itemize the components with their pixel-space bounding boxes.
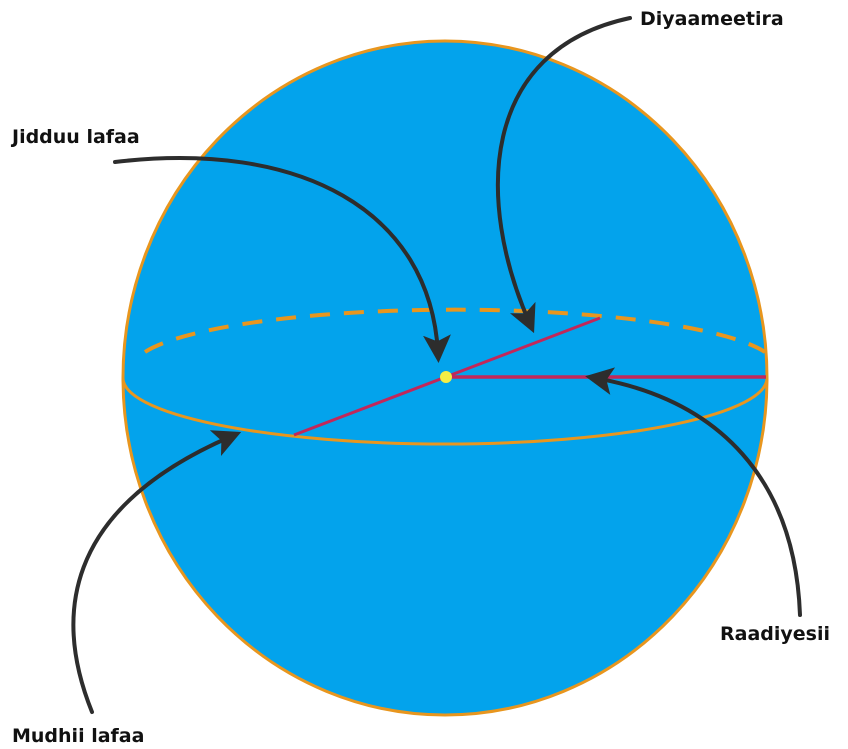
equator-front [121,377,769,446]
arrow-surface [71,430,242,714]
arrow-diameter [495,16,632,334]
label-radius: Raadiyesii [720,623,830,645]
label-diameter: Diyaameetira [640,8,784,30]
equator-back-dashed [143,307,767,354]
label-surface: Mudhii lafaa [12,725,144,747]
arrow-radius [585,367,802,617]
label-center: Jidduu lafaa [10,126,140,148]
arrow-center [113,156,451,363]
center-point [440,371,452,383]
